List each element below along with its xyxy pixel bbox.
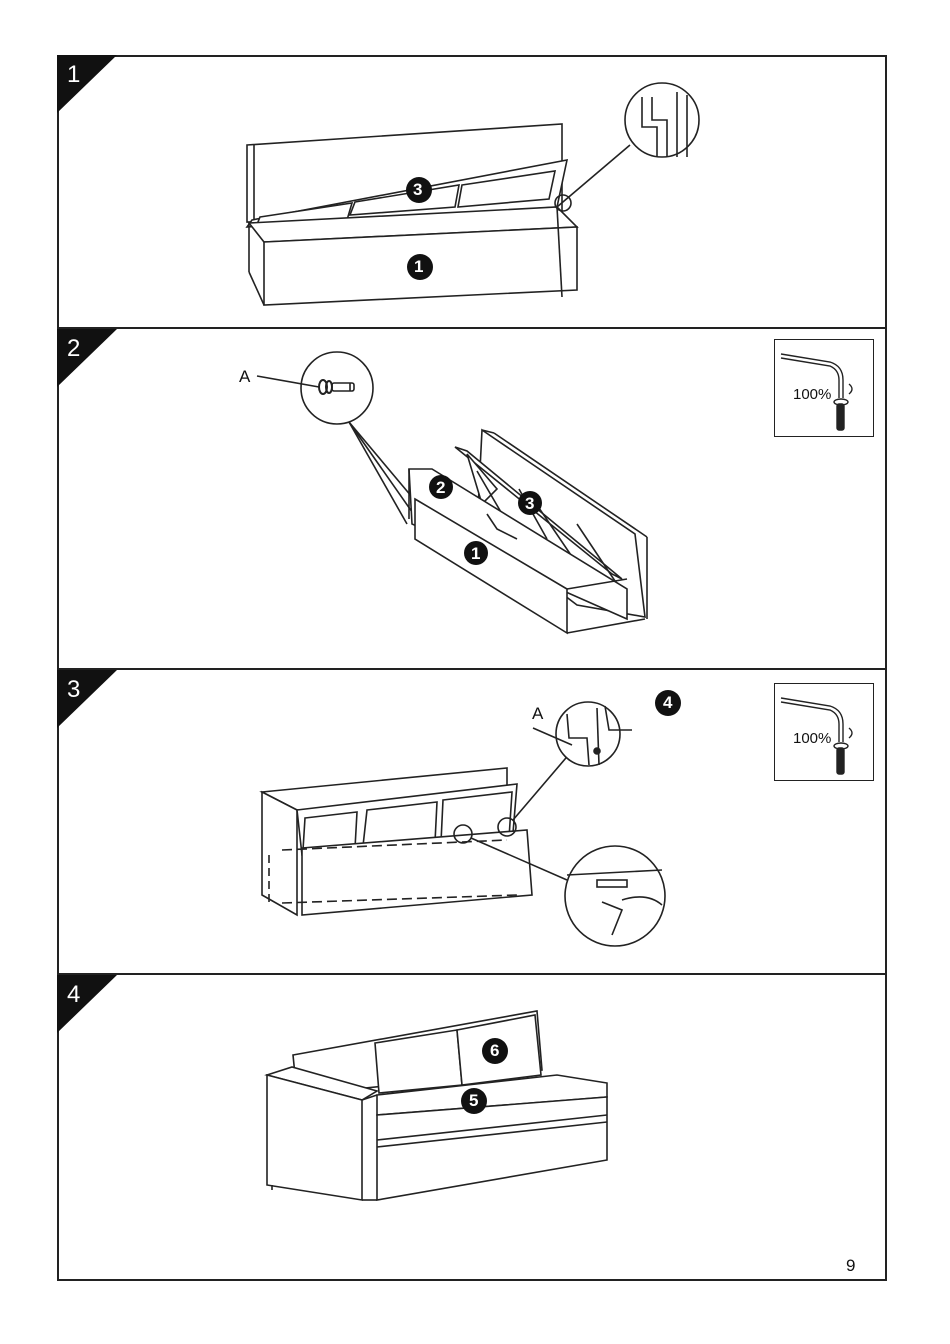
callout-5: 5: [469, 1091, 478, 1111]
page-number: 9: [846, 1256, 855, 1276]
callout-4: 4: [663, 693, 672, 713]
callout-1: 1: [414, 257, 423, 277]
step-1-illustration: 3 1: [57, 57, 887, 327]
callout-3: 3: [413, 180, 422, 200]
tool-percent-label: 100%: [793, 730, 831, 747]
step-3-illustration: A 4 100%: [57, 670, 887, 973]
callout-6: 6: [490, 1041, 499, 1061]
step-4-illustration: 6 5: [57, 975, 887, 1275]
tool-percent-label: 100%: [793, 386, 831, 403]
step-2-illustration: A 2 3 1 100%: [57, 329, 887, 668]
callout-2: 2: [436, 478, 445, 498]
part-label-a: A: [239, 367, 250, 387]
part-label-a: A: [532, 704, 543, 724]
callout-3: 3: [525, 494, 534, 514]
allen-key-icon: 100%: [774, 339, 874, 437]
callout-1: 1: [471, 544, 480, 564]
allen-key-icon: 100%: [774, 683, 874, 781]
